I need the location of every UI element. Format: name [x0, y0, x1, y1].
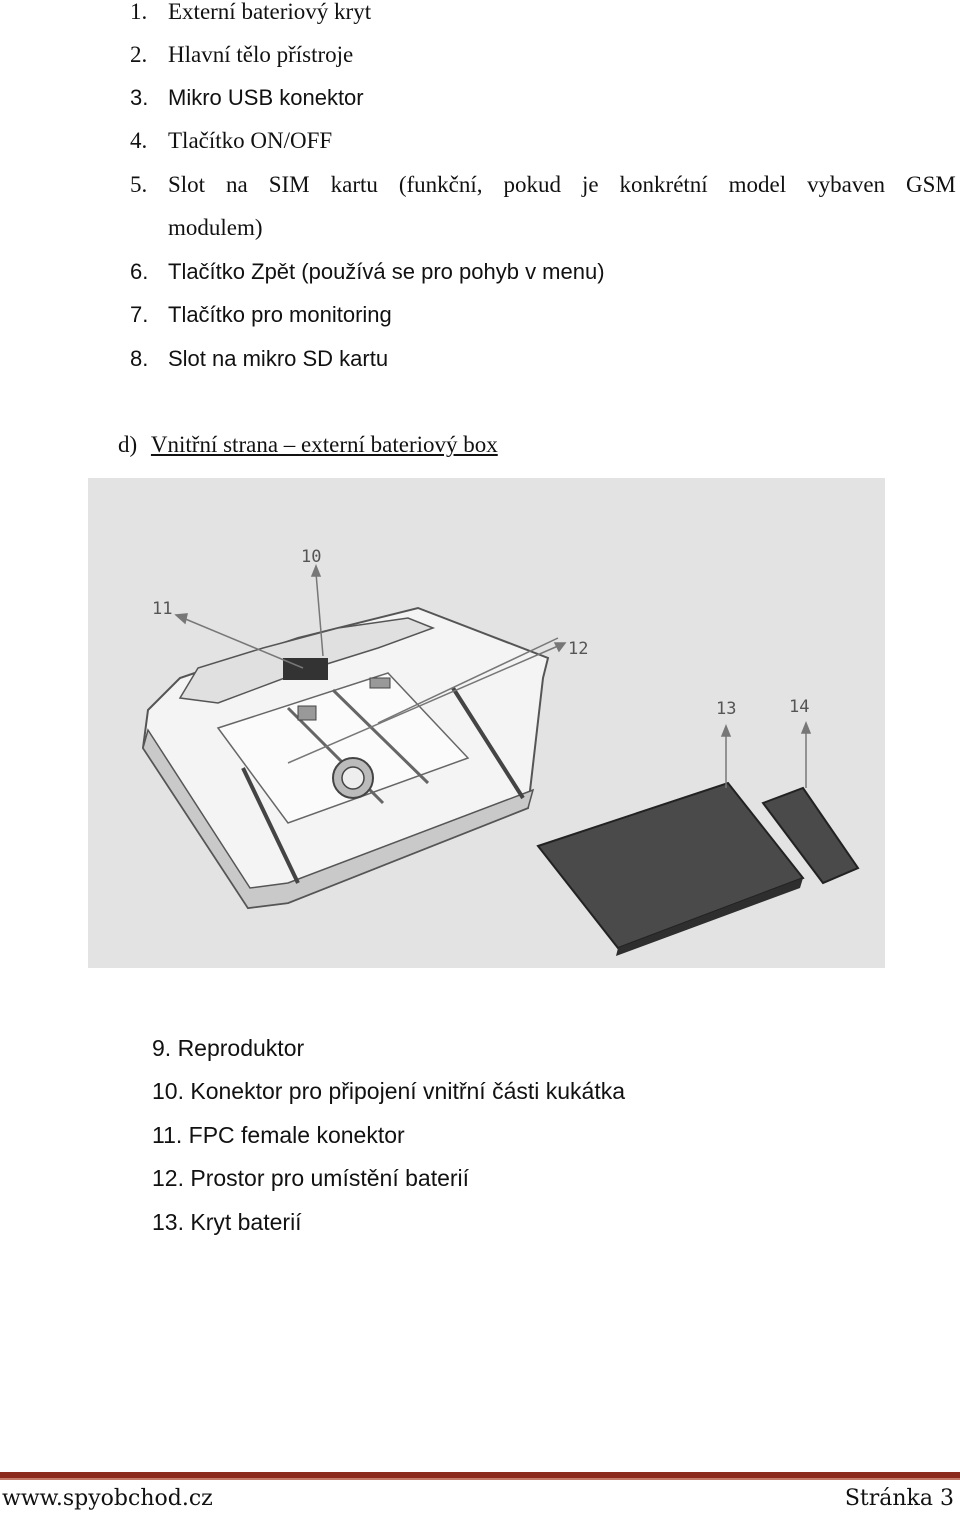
word: je: [581, 172, 599, 197]
word: (funkční,: [398, 172, 483, 197]
list-number: 3.: [130, 85, 149, 110]
word: SIM: [268, 172, 310, 197]
exploded-diagram: 10 11 12 13 14: [88, 478, 885, 968]
list-number: 8.: [130, 346, 149, 371]
leader-lines: [174, 563, 812, 788]
word: na: [226, 172, 248, 197]
list-text: Slot na mikro SD kartu: [168, 346, 389, 371]
list-number: 7.: [130, 302, 149, 327]
list-text: Slot na SIM kartu (funkční, pokud je kon…: [168, 170, 958, 200]
list-text: Externí bateriový kryt: [168, 0, 372, 24]
word: model: [728, 172, 787, 197]
list-number: 1.: [130, 0, 148, 24]
side-rail: [241, 767, 300, 884]
list-text: Hlavní tělo přístroje: [168, 42, 354, 67]
legend-item: 10. Konektor pro připojení vnitřní části…: [152, 1078, 626, 1104]
list-text: Tlačítko pro monitoring: [168, 302, 392, 327]
list-text: Mikro USB konektor: [168, 85, 364, 110]
section-title: Vnitřní strana – externí bateriový box: [150, 432, 498, 457]
label-14: 14: [789, 697, 809, 717]
footer-page-number: Stránka 3: [844, 1486, 954, 1511]
side-rail: [451, 686, 525, 800]
speaker-inner: [341, 766, 365, 790]
legend-item: 12. Prostor pro umístění baterií: [152, 1165, 470, 1191]
battery-box-drawing: 10 11 12 13 14: [141, 547, 860, 956]
justified-line: Slot na SIM kartu (funkční, pokud je kon…: [168, 170, 956, 200]
word: konkrétní: [619, 172, 708, 197]
divider-rail: [331, 688, 430, 785]
list-number: 5.: [130, 172, 148, 197]
footer-rule: [0, 1472, 960, 1480]
list-text: Tlačítko ON/OFF: [168, 128, 333, 153]
label-11: 11: [152, 599, 172, 619]
label-13: 13: [716, 699, 736, 719]
section-heading: d) Vnitřní strana – externí bateriový bo…: [118, 430, 498, 460]
slot: [297, 705, 317, 721]
list-text: modulem): [168, 215, 263, 240]
word: kartu: [330, 172, 378, 197]
label-12: 12: [568, 639, 588, 659]
list-number: 6.: [130, 259, 149, 284]
footer-website: www.spyobchod.cz: [2, 1486, 213, 1511]
slot: [369, 677, 391, 689]
tray-edge: [142, 728, 535, 909]
list-number: 2.: [130, 42, 148, 67]
word: vybaven: [807, 172, 886, 197]
connector-block: [283, 658, 328, 680]
legend-item: 13. Kryt baterií: [152, 1209, 302, 1235]
sim-cover: [761, 786, 860, 885]
label-10: 10: [301, 547, 321, 567]
callout-labels: 10 11 12 13 14: [152, 547, 809, 719]
legend-item: 11. FPC female konektor: [152, 1122, 405, 1148]
battery-cover: [536, 781, 805, 950]
word: GSM: [906, 172, 956, 197]
section-letter: d): [118, 432, 138, 457]
word: pokud: [503, 172, 561, 197]
list-text: Tlačítko Zpět (používá se pro pohyb v me…: [168, 259, 605, 284]
legend-item: 9. Reproduktor: [152, 1035, 305, 1061]
battery-cover-edge: [616, 878, 803, 956]
word: Slot: [168, 172, 206, 197]
list-number: 4.: [130, 128, 148, 153]
